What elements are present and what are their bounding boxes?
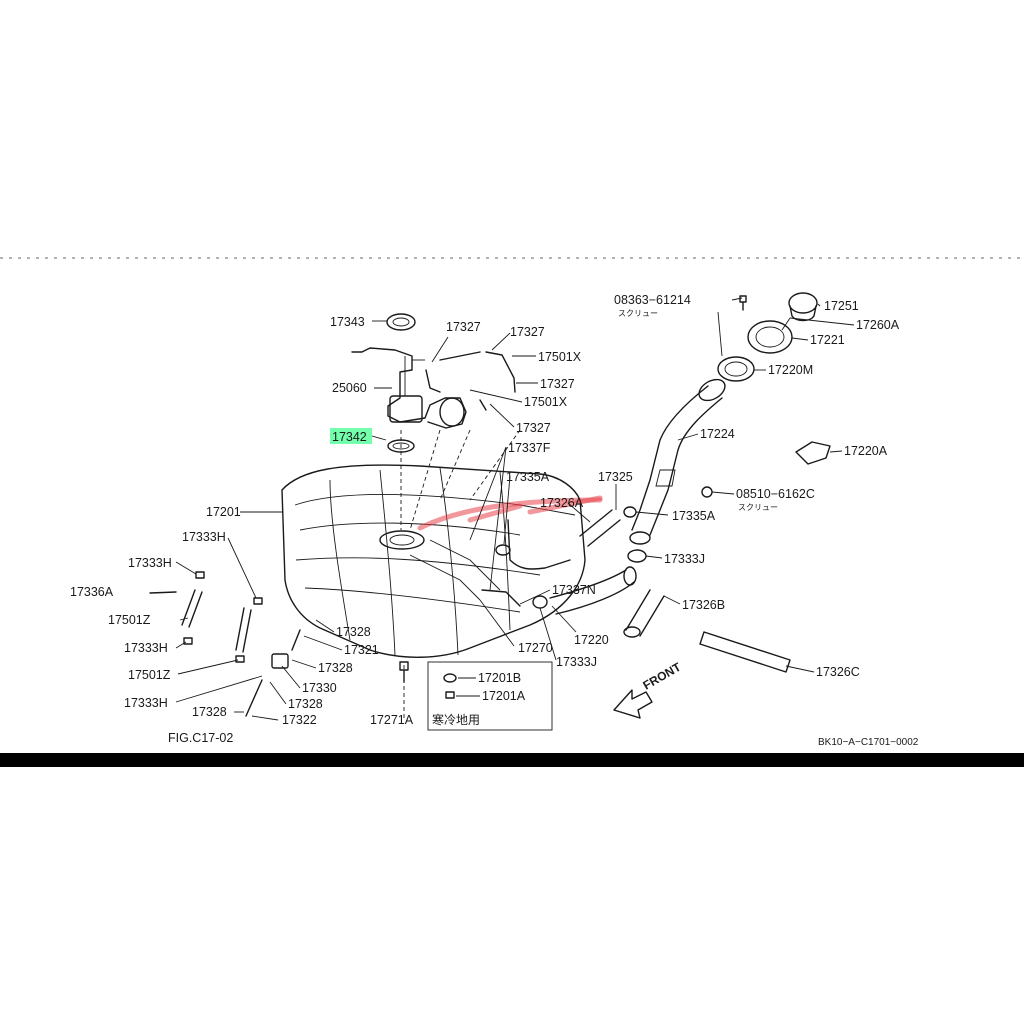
cold-region-box <box>427 661 553 731</box>
bolt-17271A[interactable] <box>399 661 409 683</box>
part-labels: 17343 17327 17327 17501X 25060 17327 175… <box>70 293 919 748</box>
label-17325[interactable]: 17325 <box>598 470 633 484</box>
fuel-filter-17330[interactable] <box>271 653 289 669</box>
label-17326B[interactable]: 17326B <box>682 598 725 612</box>
label-17260A[interactable]: 17260A <box>856 318 900 332</box>
label-cold-region: 寒冷地用 <box>432 712 480 727</box>
highlight-17342 <box>330 428 372 444</box>
label-25060[interactable]: 25060 <box>332 381 367 395</box>
label-screw-2: スクリュー <box>738 503 778 512</box>
hose-17326B[interactable] <box>623 589 665 638</box>
label-17251[interactable]: 17251 <box>824 299 859 313</box>
label-diagram-code: BK10−A−C1701−0002 <box>818 737 919 748</box>
label-front: FRONT <box>641 659 684 692</box>
label-17333H-c[interactable]: 17333H <box>124 641 168 655</box>
label-08510-6162C[interactable]: 08510−6162C <box>736 487 815 501</box>
label-17201A[interactable]: 17201A <box>482 689 526 703</box>
label-17327-b[interactable]: 17327 <box>510 325 545 339</box>
filler-gasket-17220M[interactable] <box>717 356 755 382</box>
label-08363-61214[interactable]: 08363−61214 <box>614 293 691 307</box>
hose-17501Z-upper[interactable] <box>181 589 203 628</box>
label-17501Z-a[interactable]: 17501Z <box>108 613 151 627</box>
label-17343[interactable]: 17343 <box>330 315 365 329</box>
cap-tether-17260A[interactable] <box>781 317 791 331</box>
label-17201B[interactable]: 17201B <box>478 671 521 685</box>
filler-lid-17221[interactable] <box>747 320 793 354</box>
clamp-17333J[interactable] <box>532 549 647 609</box>
label-17337N[interactable]: 17337N <box>552 583 596 597</box>
label-17501X-b[interactable]: 17501X <box>524 395 568 409</box>
label-17321[interactable]: 17321 <box>344 643 379 657</box>
label-17328-d[interactable]: 17328 <box>192 705 227 719</box>
label-screw-1: スクリュー <box>618 309 658 318</box>
clamps-17335A[interactable] <box>495 506 637 556</box>
label-17336A[interactable]: 17336A <box>70 585 114 599</box>
label-17328-b[interactable]: 17328 <box>318 661 353 675</box>
screw-08363[interactable] <box>739 295 747 311</box>
fuel-pump-assembly-25060[interactable] <box>351 347 467 429</box>
label-17201[interactable]: 17201 <box>206 505 241 519</box>
label-17220[interactable]: 17220 <box>574 633 609 647</box>
filler-cap-17251[interactable] <box>788 292 818 322</box>
label-17220M[interactable]: 17220M <box>768 363 813 377</box>
label-17327-d[interactable]: 17327 <box>516 421 551 435</box>
label-17337F[interactable]: 17337F <box>508 441 551 455</box>
hose-17336A[interactable] <box>149 591 177 594</box>
label-17270[interactable]: 17270 <box>518 641 553 655</box>
hoses-17327[interactable] <box>425 351 516 411</box>
frame <box>0 257 1024 767</box>
hose-17326A[interactable] <box>579 509 621 547</box>
hose-17220[interactable] <box>549 566 637 615</box>
label-17333H-d[interactable]: 17333H <box>124 696 168 710</box>
label-17221[interactable]: 17221 <box>810 333 845 347</box>
front-arrow-icon <box>613 689 653 719</box>
screw-08510[interactable] <box>701 486 713 498</box>
label-17327-a[interactable]: 17327 <box>446 320 481 334</box>
fuel-tank-17201[interactable] <box>281 464 586 658</box>
hose-17501Z-lower[interactable] <box>235 607 252 653</box>
bracket-17220A[interactable] <box>795 441 831 465</box>
hose-17321[interactable] <box>291 629 301 651</box>
label-17333H-b[interactable]: 17333H <box>128 556 172 570</box>
label-17224[interactable]: 17224 <box>700 427 735 441</box>
pad-17326C[interactable] <box>699 631 791 673</box>
label-fig-c17-02[interactable]: FIG.C17-02 <box>168 731 233 745</box>
label-17501X-a[interactable]: 17501X <box>538 350 582 364</box>
label-17322[interactable]: 17322 <box>282 713 317 727</box>
label-17328-c[interactable]: 17328 <box>288 697 323 711</box>
label-17326C[interactable]: 17326C <box>816 665 860 679</box>
label-17335A-a[interactable]: 17335A <box>506 470 550 484</box>
label-17326A[interactable]: 17326A <box>540 496 584 510</box>
label-17335A-b[interactable]: 17335A <box>672 509 716 523</box>
label-17333H-a[interactable]: 17333H <box>182 530 226 544</box>
leader-lines <box>175 297 855 721</box>
label-17342[interactable]: 17342 <box>332 430 367 444</box>
label-17333J-a[interactable]: 17333J <box>664 552 705 566</box>
pipe-17337N[interactable] <box>481 589 521 607</box>
label-17330[interactable]: 17330 <box>302 681 337 695</box>
label-17328-a[interactable]: 17328 <box>336 625 371 639</box>
filler-tube-17224[interactable] <box>629 375 729 545</box>
clips-17333H[interactable] <box>183 571 263 663</box>
lock-ring-17343[interactable] <box>386 313 416 331</box>
label-17333J-b[interactable]: 17333J <box>556 655 597 669</box>
label-17501Z-b[interactable]: 17501Z <box>128 668 171 682</box>
pipe-17270[interactable] <box>507 519 571 570</box>
label-17271A[interactable]: 17271A <box>370 713 414 727</box>
label-17220A[interactable]: 17220A <box>844 444 888 458</box>
label-17327-c[interactable]: 17327 <box>540 377 575 391</box>
hose-17322[interactable] <box>245 679 263 717</box>
